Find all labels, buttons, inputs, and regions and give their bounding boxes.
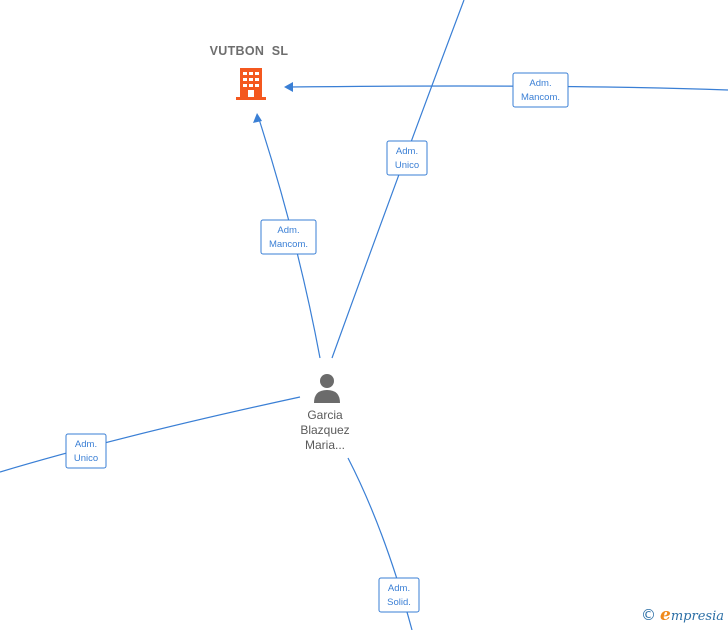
person-icon[interactable] bbox=[311, 372, 343, 404]
copyright-icon: © bbox=[641, 606, 657, 624]
svg-text:Adm.: Adm. bbox=[75, 439, 97, 450]
person-name[interactable]: Garcia Blazquez Maria... bbox=[280, 408, 370, 453]
svg-text:Adm.: Adm. bbox=[396, 146, 418, 157]
arrowhead-company-right bbox=[284, 82, 293, 92]
edge-right-to-company[interactable] bbox=[288, 85, 728, 91]
building-icon[interactable] bbox=[235, 66, 267, 100]
edge-label-person-to-top[interactable]: Adm. Unico bbox=[386, 140, 428, 176]
edge-label-right-to-company[interactable]: Adm. Mancom. bbox=[512, 72, 569, 108]
person-name-line-2: Blazquez bbox=[300, 423, 350, 437]
svg-text:Unico: Unico bbox=[74, 453, 98, 464]
edge-label-person-to-bottom[interactable]: Adm. Solid. bbox=[378, 577, 420, 613]
person-name-line-3: Maria... bbox=[304, 438, 345, 452]
edge-label-person-to-company[interactable]: Adm. Mancom. bbox=[260, 219, 317, 255]
edge-label-person-to-left[interactable]: Adm. Unico bbox=[65, 433, 107, 469]
edge-person-to-left[interactable] bbox=[0, 396, 301, 473]
svg-text:Adm.: Adm. bbox=[529, 78, 551, 89]
edge-person-to-top[interactable] bbox=[331, 0, 465, 359]
arrowhead-company-bottom bbox=[253, 113, 262, 123]
person-name-line-1: Garcia bbox=[307, 408, 343, 422]
svg-text:Mancom.: Mancom. bbox=[269, 239, 308, 250]
svg-text:Unico: Unico bbox=[395, 160, 419, 171]
company-name[interactable]: VUTBON SL bbox=[209, 44, 289, 58]
svg-text:Mancom.: Mancom. bbox=[521, 92, 560, 103]
svg-text:Adm.: Adm. bbox=[388, 583, 410, 594]
svg-text:Adm.: Adm. bbox=[277, 225, 299, 236]
footer-brand: © empresia bbox=[641, 604, 724, 626]
svg-text:Solid.: Solid. bbox=[387, 597, 411, 608]
brand-logo: empresia bbox=[660, 605, 724, 625]
